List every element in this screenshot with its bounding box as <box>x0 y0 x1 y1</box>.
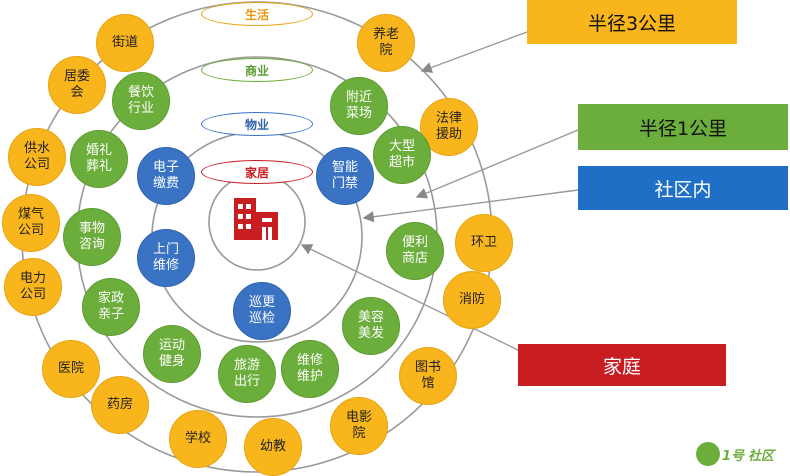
arrow-3km <box>420 31 528 73</box>
logo-mark-text: 1号 <box>722 449 745 464</box>
callout-community: 社区内 <box>578 166 788 210</box>
node-residents-committee: 居委 会 <box>48 56 106 114</box>
callout-radius-1km: 半径1公里 <box>578 104 788 150</box>
node-beauty-salon: 美容 美发 <box>342 297 400 355</box>
node-sports-fitness: 运动 健身 <box>143 325 201 383</box>
node-library: 图书 馆 <box>399 347 457 405</box>
node-early-education: 幼教 <box>244 418 302 476</box>
node-hospital: 医院 <box>42 340 100 398</box>
node-affairs-consulting: 事物 咨询 <box>63 208 121 266</box>
logo-text: 社区 <box>748 449 775 464</box>
node-repair-maintenance: 维修 维护 <box>281 340 339 398</box>
node-travel: 旅游 出行 <box>218 345 276 403</box>
node-power-company: 电力 公司 <box>4 258 62 316</box>
node-catering: 餐饮 行业 <box>112 72 170 130</box>
node-supermarket: 大型 超市 <box>373 126 431 184</box>
ring-label-property: 物业 <box>201 112 313 136</box>
node-pharmacy: 药房 <box>91 376 149 434</box>
logo: 1号 社区 <box>696 440 786 468</box>
node-gas-company: 煤气 公司 <box>2 194 60 252</box>
node-school: 学校 <box>169 410 227 468</box>
arrow-1km <box>415 129 579 199</box>
node-nursing-home: 养老 院 <box>357 14 415 72</box>
node-cinema: 电影 院 <box>330 397 388 455</box>
node-water-company: 供水 公司 <box>8 128 66 186</box>
ring-label-life: 生活 <box>201 2 313 26</box>
node-nearby-market: 附近 菜场 <box>330 77 388 135</box>
arrow-home <box>300 244 519 351</box>
callout-home: 家庭 <box>518 344 726 386</box>
ring-label-commerce: 商业 <box>201 58 313 82</box>
logo-mark-icon <box>696 442 720 466</box>
node-patrol: 巡更 巡检 <box>233 282 291 340</box>
arrow-community <box>362 189 579 223</box>
node-housekeeping: 家政 亲子 <box>82 278 140 336</box>
node-weddings-funerals: 婚礼 葬礼 <box>70 130 128 188</box>
node-street: 街道 <box>96 14 154 72</box>
building-icon <box>234 198 278 240</box>
node-sanitation: 环卫 <box>455 214 513 272</box>
node-fire-station: 消防 <box>443 271 501 329</box>
callout-radius-3km: 半径3公里 <box>527 0 737 44</box>
ring-label-home: 家居 <box>201 160 313 184</box>
node-home-repair: 上门 维修 <box>137 229 195 287</box>
node-convenience-store: 便利 商店 <box>386 222 444 280</box>
node-e-payment: 电子 缴费 <box>137 147 195 205</box>
node-smart-access: 智能 门禁 <box>316 147 374 205</box>
